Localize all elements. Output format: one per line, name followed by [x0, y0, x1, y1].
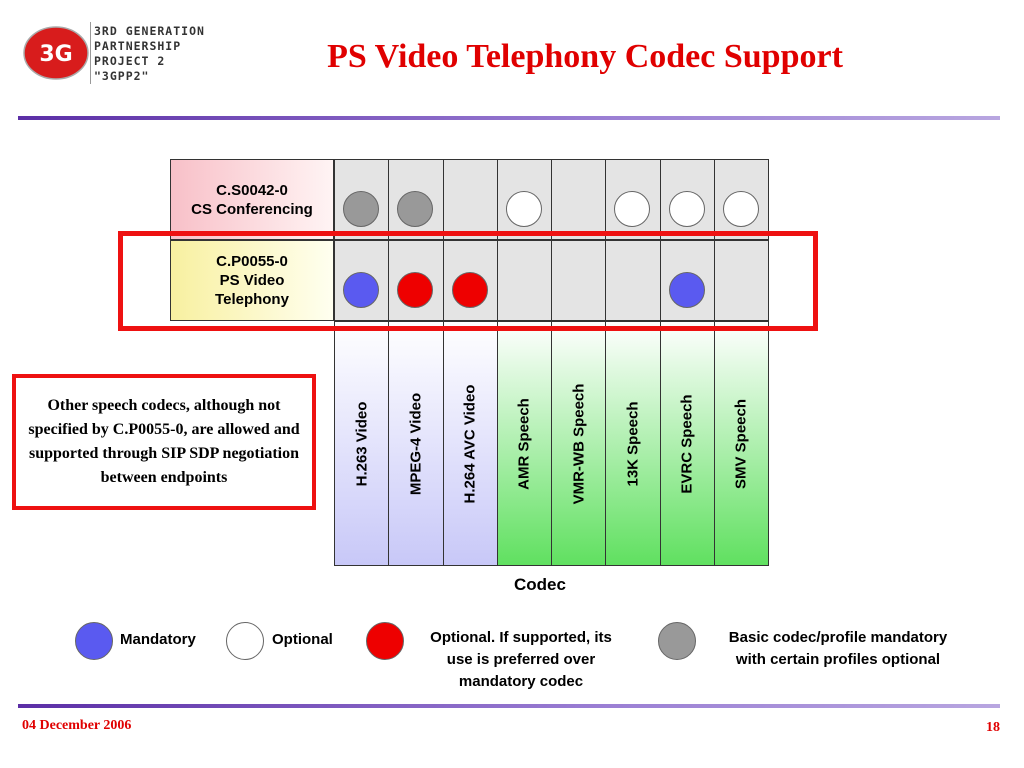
matrix-cell: [551, 240, 607, 321]
codec-column: AMR Speech: [496, 321, 552, 566]
codec-axis-label: Codec: [514, 575, 566, 594]
legend-preferred-line: mandatory codec: [458, 673, 584, 690]
codec-label: MPEG-4 Video: [407, 392, 425, 495]
codec-column: VMR-WB Speech: [551, 321, 607, 566]
matrix-cell: [713, 240, 769, 321]
codec-column: 13K Speech: [605, 321, 661, 566]
support-preferred-icon: [451, 272, 488, 308]
support-basic-icon: [343, 191, 380, 227]
matrix-cell: [496, 240, 552, 321]
support-basic-icon: [397, 191, 434, 227]
logo-mark: 3G: [39, 42, 72, 67]
codec-column: EVRC Speech: [659, 321, 715, 566]
matrix-cell: [442, 159, 498, 240]
3g-logo: 3G: [23, 26, 89, 80]
codec-label: SMV Speech: [732, 398, 750, 489]
legend-basic-line: with certain profiles optional: [735, 651, 941, 668]
spec-label-line: C.S0042-0: [216, 181, 288, 199]
legend-preferred-line: Optional. If supported, its: [430, 629, 612, 646]
legend-basic-line: Basic codec/profile mandatory: [728, 629, 948, 646]
spec-label-line: PS Video: [219, 272, 285, 289]
spec-label-line: CS Conferencing: [191, 200, 313, 218]
legend-basic-icon: [658, 622, 696, 660]
legend-mandatory-icon: [75, 622, 113, 660]
logo-line: PROJECT 2: [94, 54, 166, 68]
codec-label: VMR-WB Speech: [570, 383, 588, 504]
codec-label: AMR Speech: [515, 397, 533, 490]
support-preferred-icon: [397, 272, 434, 308]
codec-label: H.264 AVC Video: [461, 384, 479, 503]
support-optional-icon: [722, 191, 759, 227]
codec-column: H.263 Video: [334, 321, 390, 566]
codec-label: H.263 Video: [353, 401, 371, 486]
support-mandatory-icon: [668, 272, 705, 308]
slide-title: PS Video Telephony Codec Support: [327, 38, 843, 75]
support-optional-icon: [505, 191, 542, 227]
logo-line: 3RD GENERATION: [94, 24, 205, 38]
legend-optional-label: Optional: [272, 631, 333, 648]
matrix-cell: [551, 159, 607, 240]
codec-column: SMV Speech: [713, 321, 769, 566]
page-number: 18: [986, 720, 1000, 735]
spec-label-line: C.P0055-0: [216, 253, 288, 270]
legend-optional-icon: [226, 622, 264, 660]
bottom-divider: [18, 704, 1000, 708]
support-optional-icon: [614, 191, 651, 227]
codec-column: H.264 AVC Video: [442, 321, 498, 566]
speech-codec-note: Other speech codecs, although not specif…: [12, 374, 316, 510]
logo-text: 3RD GENERATION PARTNERSHIP PROJECT 2 "3G…: [94, 24, 254, 84]
logo-line: "3GPP2": [94, 69, 150, 83]
legend-preferred-icon: [366, 622, 404, 660]
legend-preferred-line: use is preferred over: [446, 651, 596, 668]
footer-date: 04 December 2006: [22, 718, 132, 733]
support-mandatory-icon: [343, 272, 380, 308]
logo-line: PARTNERSHIP: [94, 39, 182, 53]
codec-label: EVRC Speech: [678, 393, 696, 494]
matrix-cell: [605, 240, 661, 321]
legend-preferred-label: Optional. If supported, its use is prefe…: [406, 627, 636, 693]
support-optional-icon: [668, 191, 705, 227]
codec-label: 13K Speech: [624, 400, 642, 487]
legend-basic-label: Basic codec/profile mandatory with certa…: [702, 627, 974, 671]
logo-divider: [90, 22, 91, 84]
legend-mandatory-label: Mandatory: [120, 631, 196, 648]
top-divider: [18, 116, 1000, 120]
spec-label-line: Telephony: [215, 291, 289, 308]
codec-column: MPEG-4 Video: [388, 321, 444, 566]
ps-video-telephony-highlight: [118, 231, 818, 331]
